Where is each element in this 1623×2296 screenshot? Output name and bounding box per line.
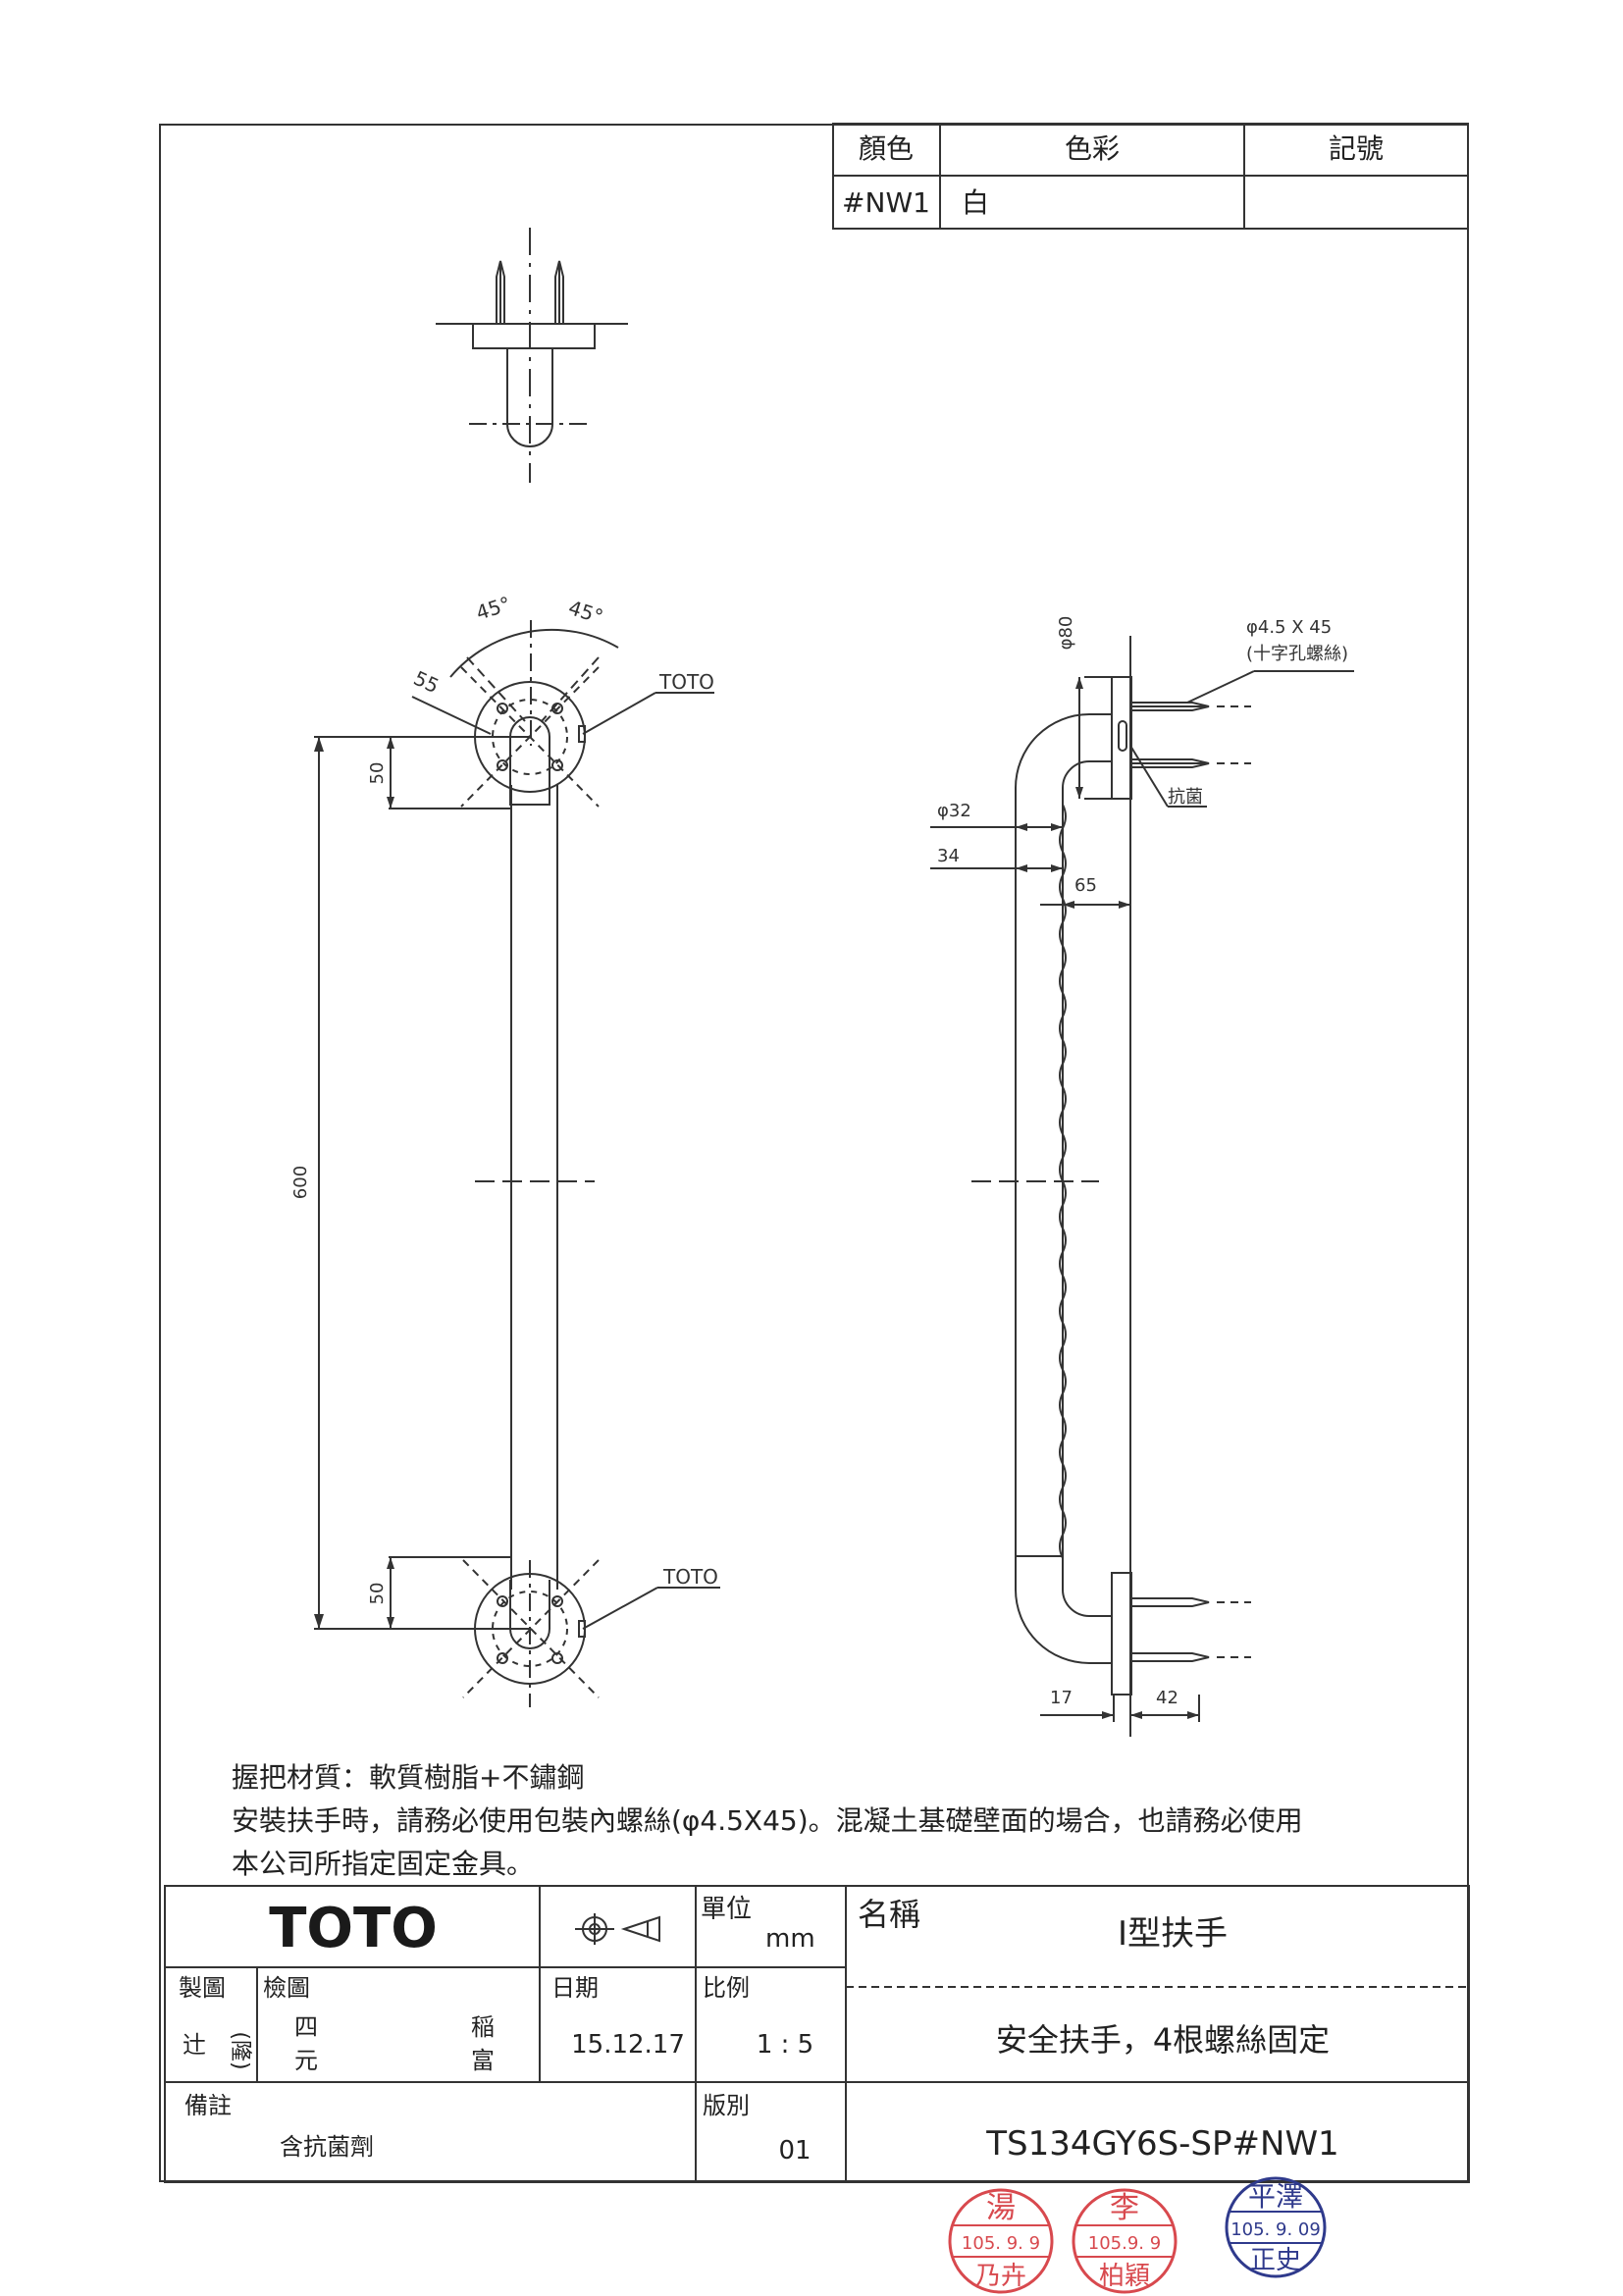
note-line-3: 本公司所指定固定金具。: [232, 1848, 535, 1880]
drawn-by-prefix: 辻: [183, 2031, 206, 2059]
dim-600-label: 600: [290, 1166, 311, 1199]
dim-top-50-label: 50: [367, 762, 388, 785]
unit-value: mm: [765, 1924, 815, 1954]
logo-label-bottom: TOTO: [662, 1565, 718, 1589]
notes-block: 握把材質：軟質樹脂+不鏽鋼 安裝扶手時，請務必使用包裝內螺絲(φ4.5X45)。…: [232, 1756, 1303, 1886]
checker-2a: 稲: [471, 2013, 495, 2041]
checker-1b: 元: [294, 2047, 318, 2074]
remarks-label: 備註: [184, 2092, 232, 2119]
drawn-by-name: (隆): [228, 2031, 252, 2069]
stamp-2-date: 105.9. 9: [1088, 2233, 1161, 2254]
dim-42-label: 42: [1156, 1688, 1178, 1708]
stamp-1-top: 湯: [986, 2191, 1016, 2225]
logo-label-top: TOTO: [658, 670, 714, 694]
scale-label: 比例: [703, 1974, 750, 2002]
drawn-label: 製圖: [179, 1974, 226, 2002]
toto-logo: TOTO: [269, 1897, 438, 1960]
stamp-2-top: 李: [1110, 2191, 1139, 2225]
stamp-2: 李 105.9. 9 柏穎: [1072, 2188, 1178, 2294]
revision-label: 版別: [703, 2092, 750, 2119]
dim-17-label: 17: [1050, 1688, 1073, 1708]
grip-dia-label: φ32: [937, 801, 971, 821]
product-description: 安全扶手，4根螺絲固定: [996, 2021, 1330, 2059]
stamp-1: 湯 105. 9. 9 乃卉: [948, 2188, 1054, 2294]
stamp-2-bottom: 柏穎: [1099, 2262, 1150, 2291]
name-label: 名稱: [858, 1896, 920, 1933]
stamp-3-date: 105. 9. 09: [1230, 2219, 1321, 2240]
stamp-1-date: 105. 9. 9: [962, 2233, 1040, 2254]
model-number: TS134GY6S-SP#NW1: [985, 2124, 1338, 2164]
stamp-3: 平澤 105. 9. 09 正史: [1225, 2176, 1327, 2278]
checked-label: 檢圖: [263, 1974, 310, 2002]
dim-bottom-50-label: 50: [367, 1583, 388, 1605]
date-label: 日期: [551, 1974, 599, 2002]
screw-spec-line2: (十字孔螺絲): [1246, 644, 1348, 664]
scale-value: 1 : 5: [757, 2030, 813, 2060]
color-header-code: 顏色: [859, 132, 914, 165]
color-header-mark: 記號: [1329, 132, 1384, 165]
unit-label: 單位: [701, 1895, 752, 1924]
base-dia-label: φ80: [1056, 616, 1076, 651]
revision-value: 01: [778, 2136, 811, 2166]
product-name: I型扶手: [1118, 1914, 1228, 1954]
remarks-value: 含抗菌劑: [280, 2133, 374, 2161]
antibacterial-label: 抗菌: [1168, 787, 1203, 808]
dim-65-label: 65: [1074, 875, 1097, 896]
stamp-1-bottom: 乃卉: [975, 2262, 1026, 2291]
note-line-1: 握把材質：軟質樹脂+不鏽鋼: [232, 1761, 585, 1794]
stamp-3-bottom: 正史: [1250, 2246, 1301, 2275]
checker-2b: 富: [471, 2047, 495, 2074]
stamp-3-top: 平澤: [1248, 2180, 1303, 2213]
color-name-value: 白: [962, 186, 989, 219]
color-code-value: #NW1: [842, 186, 930, 219]
note-line-2: 安裝扶手時，請務必使用包裝內螺絲(φ4.5X45)。混凝土基礎壁面的場合，也請務…: [232, 1804, 1303, 1837]
dim-34-label: 34: [937, 846, 960, 866]
screw-spec-line1: φ4.5 X 45: [1246, 617, 1332, 638]
color-header-color: 色彩: [1065, 132, 1120, 165]
checker-1a: 四: [294, 2013, 318, 2041]
date-value: 15.12.17: [571, 2030, 685, 2060]
